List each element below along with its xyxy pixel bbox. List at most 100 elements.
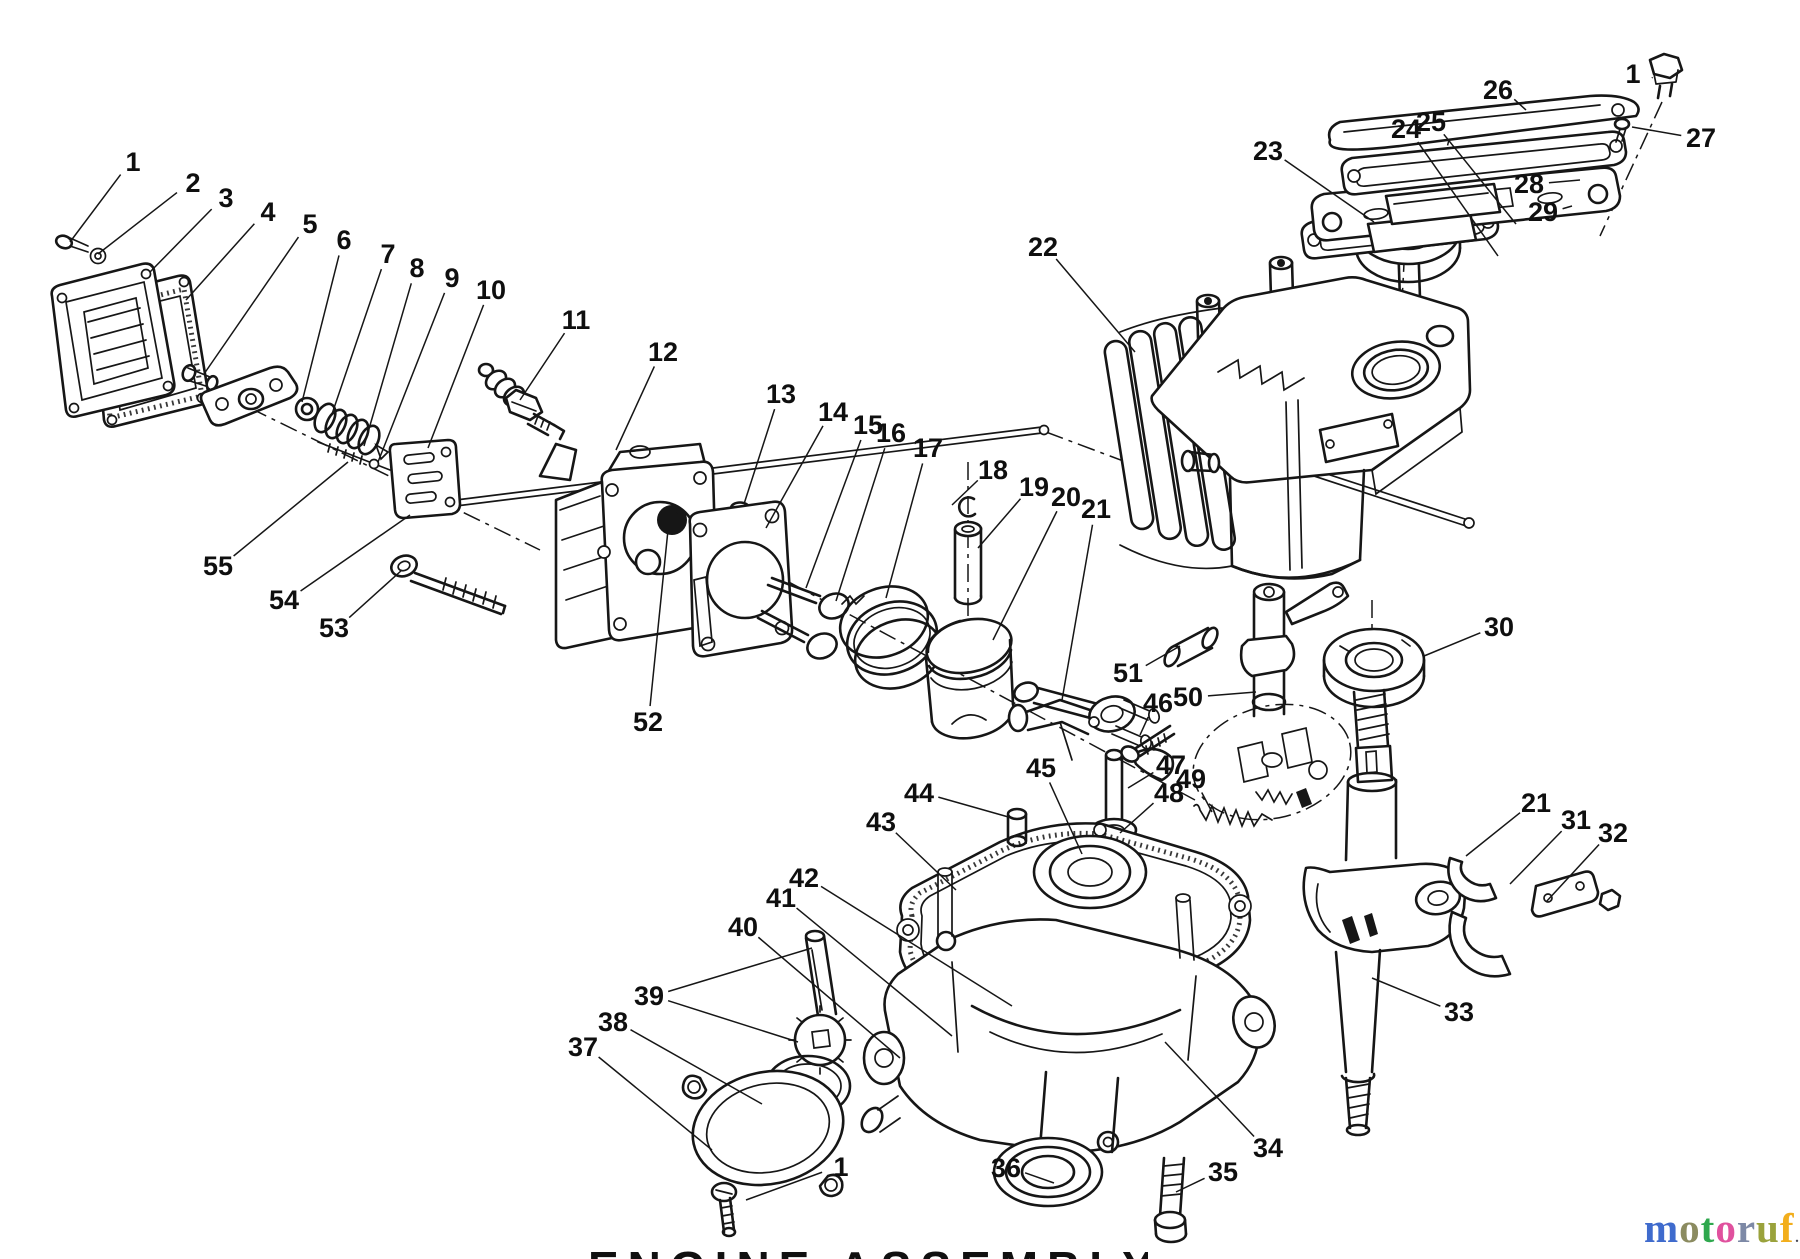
part-label: 55	[203, 551, 233, 581]
motoruf-logo[interactable]: motoruf.de	[1644, 1206, 1800, 1258]
leader-line	[1175, 1177, 1205, 1193]
leader-line	[185, 223, 255, 301]
part-label: 17	[913, 433, 943, 463]
leader-line	[377, 292, 446, 463]
leader-line	[1513, 98, 1527, 111]
part-label: 32	[1598, 818, 1628, 848]
leader-line	[745, 1171, 823, 1201]
leader-line	[667, 947, 813, 993]
leader-line	[1465, 812, 1521, 857]
cover-screw-washer	[54, 234, 107, 265]
part-label: 34	[1253, 1133, 1283, 1163]
part-label: 27	[1686, 123, 1716, 153]
leader-line	[1371, 977, 1441, 1007]
bearing-halves	[1447, 856, 1622, 978]
part-label: 30	[1484, 612, 1514, 642]
part-label: 46	[1143, 688, 1173, 718]
leader-line	[667, 1000, 799, 1043]
engine-block	[1103, 232, 1472, 580]
leader-line	[1509, 830, 1563, 885]
part-label: 40	[728, 912, 758, 942]
intake-exhaust-valves	[756, 576, 850, 660]
part-label: 8	[409, 253, 424, 283]
leader-line	[835, 447, 886, 602]
part-label: 1	[1625, 59, 1640, 89]
leader-line	[1284, 159, 1375, 223]
leader-line	[331, 268, 383, 415]
leader-line	[757, 936, 901, 1059]
leader-line	[1631, 126, 1682, 137]
part-label: 29	[1528, 197, 1558, 227]
cylinder-head	[538, 442, 719, 650]
part-label: 47	[1156, 750, 1186, 780]
leader-line	[363, 283, 413, 447]
camshaft-governor	[1192, 581, 1352, 821]
crankcase	[860, 834, 1276, 1208]
part-label: 2	[185, 168, 200, 198]
leader-line	[598, 1056, 713, 1151]
part-label: 54	[269, 585, 299, 615]
leader-line	[149, 208, 213, 273]
leader-line	[1024, 1172, 1055, 1184]
governor-spring	[1193, 803, 1273, 829]
logo-domain-suffix: .de	[1794, 1225, 1800, 1247]
leader-line	[895, 832, 957, 891]
part-label: 24	[1391, 114, 1421, 144]
part-label: 52	[633, 707, 663, 737]
leader-line	[630, 1029, 763, 1105]
leader-line	[885, 463, 924, 599]
logo-wordmark: motoruf	[1644, 1205, 1794, 1251]
leader-line	[1061, 524, 1094, 701]
oil-pump	[681, 929, 852, 1238]
part-label: 1	[125, 147, 140, 177]
rod-bolt	[1120, 724, 1176, 763]
main-bearing	[1322, 627, 1426, 709]
part-label: 28	[1514, 169, 1544, 199]
governor-arm	[1007, 698, 1100, 761]
leader-line	[1443, 133, 1517, 225]
leader-line	[977, 498, 1022, 549]
part-label: 21	[1081, 494, 1111, 524]
leader-line	[1651, 76, 1654, 79]
part-label: 43	[866, 807, 896, 837]
leader-line	[348, 569, 403, 619]
governor-rod	[402, 424, 1050, 516]
leader-line	[1545, 843, 1600, 903]
part-label: 9	[444, 263, 459, 293]
leader-line	[820, 885, 1013, 1007]
leader-line	[938, 796, 1013, 819]
piston	[924, 617, 1015, 740]
leader-line	[1127, 771, 1154, 789]
part-label: 10	[476, 275, 506, 305]
part-label: 53	[319, 613, 349, 643]
part-label: 13	[766, 379, 796, 409]
part-label: 14	[818, 397, 848, 427]
head-bolt	[390, 554, 507, 616]
leader-line	[765, 425, 824, 529]
part-label: 33	[1444, 997, 1474, 1027]
part-label: 20	[1051, 482, 1081, 512]
part-label: 16	[876, 418, 906, 448]
part-label: 31	[1561, 805, 1591, 835]
logo-letter: o	[1715, 1205, 1737, 1251]
exhaust-cover-plate	[50, 262, 176, 419]
leader-line	[1145, 645, 1181, 667]
part-label: 44	[904, 778, 934, 808]
part-label: 3	[218, 183, 233, 213]
part-label: 6	[336, 225, 351, 255]
wrist-pin-circlip	[953, 496, 983, 606]
part-label: 15	[853, 410, 883, 440]
piston-rings	[838, 585, 943, 690]
leader-line	[1562, 205, 1573, 210]
governor-lever-assembly	[181, 363, 391, 471]
logo-letter: f	[1779, 1205, 1795, 1251]
part-label: 35	[1208, 1157, 1238, 1187]
case-bolt	[1153, 1156, 1188, 1244]
logo-letter: r	[1736, 1205, 1757, 1251]
leader-line	[1207, 691, 1257, 697]
leader-line	[1139, 716, 1149, 736]
leader-line	[97, 191, 178, 255]
part-label: 38	[598, 1007, 628, 1037]
leader-line	[1048, 782, 1083, 855]
part-label: 25	[1416, 107, 1446, 137]
